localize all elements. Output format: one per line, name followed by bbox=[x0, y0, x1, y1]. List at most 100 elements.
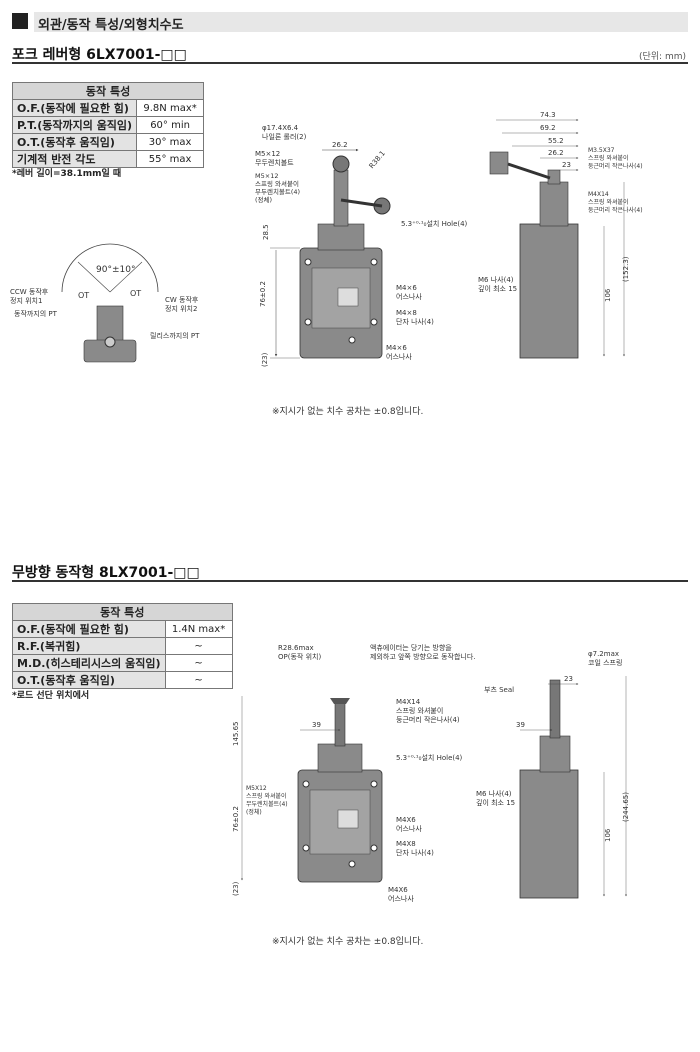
svg-text:5.3⁺⁰·¹₀설치 Hole(4): 5.3⁺⁰·¹₀설치 Hole(4) bbox=[401, 219, 468, 228]
svg-text:(정체): (정체) bbox=[255, 195, 272, 204]
svg-text:39: 39 bbox=[312, 721, 321, 729]
svg-text:어스나사: 어스나사 bbox=[396, 824, 422, 833]
svg-text:무두렌치볼트(4): 무두렌치볼트(4) bbox=[246, 800, 288, 808]
svg-text:φ17.4X6.4: φ17.4X6.4 bbox=[262, 124, 299, 132]
svg-text:26.2: 26.2 bbox=[548, 149, 564, 157]
svg-text:CCW 동작후: CCW 동작후 bbox=[10, 287, 49, 296]
svg-text:정지 위치2: 정지 위치2 bbox=[165, 304, 197, 313]
svg-text:5.3⁺⁰·¹₀설치 Hole(4): 5.3⁺⁰·¹₀설치 Hole(4) bbox=[396, 753, 463, 762]
svg-text:동작까지의 PT: 동작까지의 PT bbox=[14, 309, 58, 318]
svg-text:M4X6: M4X6 bbox=[388, 886, 408, 894]
svg-text:스프링 와셔붙이: 스프링 와셔붙이 bbox=[255, 179, 299, 188]
svg-text:무두렌치볼트: 무두렌치볼트 bbox=[255, 158, 294, 167]
section1-title: 포크 레버형 6LX7001-□□ bbox=[12, 47, 187, 63]
svg-text:M4X6: M4X6 bbox=[396, 816, 416, 824]
svg-text:M3.5X37: M3.5X37 bbox=[588, 147, 615, 154]
section2-tolerance-note: ※지시가 없는 치수 공차는 ±0.8입니다. bbox=[272, 937, 424, 947]
svg-text:M4×6: M4×6 bbox=[396, 284, 417, 292]
svg-text:106: 106 bbox=[604, 828, 612, 842]
ot-label: OT bbox=[130, 289, 141, 298]
svg-text:CW 동작후: CW 동작후 bbox=[165, 295, 199, 304]
svg-text:정지 위치1: 정지 위치1 bbox=[10, 296, 42, 305]
svg-text:76±0.2: 76±0.2 bbox=[259, 281, 267, 307]
table-row: O.F.(동작에 필요한 힘)1.4N max* bbox=[12, 620, 233, 638]
section1-tolerance-note: ※지시가 없는 치수 공차는 ±0.8입니다. bbox=[272, 407, 424, 417]
header-bar bbox=[34, 12, 688, 32]
svg-text:106: 106 bbox=[604, 288, 612, 302]
svg-text:39: 39 bbox=[516, 721, 525, 729]
svg-text:(정체): (정체) bbox=[246, 808, 262, 816]
fork-lever-front-view: 76±0.2 (23) 28.5 26.2 R38.1 φ17.4X6.4 나일… bbox=[255, 124, 468, 367]
table-row: O.T.(동작후 움직임)30° max bbox=[11, 133, 205, 151]
svg-text:M4X14: M4X14 bbox=[396, 698, 421, 706]
svg-text:M4×6: M4×6 bbox=[386, 344, 407, 352]
svg-text:액츄에이터는 당기는 방향을: 액츄에이터는 당기는 방향을 bbox=[370, 643, 452, 652]
section1-spec-table: 동작 특성 O.F.(동작에 필요한 힘)9.8N max* P.T.(동작까지… bbox=[11, 82, 205, 168]
svg-text:어스나사: 어스나사 bbox=[396, 292, 422, 301]
svg-text:28.5: 28.5 bbox=[262, 224, 270, 240]
svg-text:코일 스프링: 코일 스프링 bbox=[588, 658, 622, 667]
svg-text:M4×8: M4×8 bbox=[396, 309, 417, 317]
svg-text:둥근머리 작은나사(4): 둥근머리 작은나사(4) bbox=[588, 162, 643, 170]
svg-text:스프링 와셔붙이: 스프링 와셔붙이 bbox=[246, 792, 287, 800]
svg-text:단자 나사(4): 단자 나사(4) bbox=[396, 317, 434, 326]
section2-note: *로드 선단 위치에서 bbox=[12, 691, 90, 701]
svg-text:69.2: 69.2 bbox=[540, 124, 556, 132]
svg-text:깊이 최소 15: 깊이 최소 15 bbox=[478, 284, 517, 293]
svg-text:74.3: 74.3 bbox=[540, 111, 556, 119]
svg-text:M5X12: M5X12 bbox=[246, 785, 267, 792]
svg-text:M4X14: M4X14 bbox=[588, 191, 609, 198]
svg-text:M4X8: M4X8 bbox=[396, 840, 416, 848]
table-row: O.F.(동작에 필요한 힘)9.8N max* bbox=[11, 99, 205, 117]
svg-text:(152.3): (152.3) bbox=[622, 256, 630, 282]
unit-label: (단위: mm) bbox=[638, 52, 686, 62]
svg-text:OP(동작 위치): OP(동작 위치) bbox=[278, 652, 321, 661]
svg-text:76±0.2: 76±0.2 bbox=[232, 806, 240, 832]
svg-text:55.2: 55.2 bbox=[548, 137, 564, 145]
svg-text:어스나사: 어스나사 bbox=[388, 894, 414, 903]
svg-text:M5×12: M5×12 bbox=[255, 150, 280, 158]
svg-text:145.65: 145.65 bbox=[232, 722, 240, 747]
svg-text:(23): (23) bbox=[261, 352, 269, 367]
operation-angle-diagram: 90°±10° OT OT CCW 동작후 정지 위치1 CW 동작후 정지 위… bbox=[10, 243, 200, 363]
svg-text:나일론 롤러(2): 나일론 롤러(2) bbox=[262, 132, 307, 141]
section2-divider bbox=[12, 580, 688, 582]
svg-text:M6 나사(4): M6 나사(4) bbox=[478, 275, 514, 284]
fork-lever-side-view: 74.3 69.2 55.2 26.2 23 M3.5X37 스프링 와셔붙이 … bbox=[478, 111, 643, 359]
section2-spec-table: 동작 특성 O.F.(동작에 필요한 힘)1.4N max* R.F.(복귀힘)… bbox=[12, 603, 233, 689]
table-row: M.D.(히스테리시스의 움직임)~ bbox=[12, 654, 233, 672]
svg-text:스프링 와셔붙이: 스프링 와셔붙이 bbox=[396, 706, 443, 715]
svg-text:어스나사: 어스나사 bbox=[386, 352, 412, 361]
svg-text:R38.1: R38.1 bbox=[368, 149, 387, 170]
svg-text:둥근머리 작은나사(4): 둥근머리 작은나사(4) bbox=[588, 206, 643, 214]
svg-text:릴리스까지의 PT: 릴리스까지의 PT bbox=[150, 331, 200, 340]
svg-text:(23): (23) bbox=[232, 881, 240, 896]
svg-text:제외하고 앞쪽 방향으로 동작합니다.: 제외하고 앞쪽 방향으로 동작합니다. bbox=[370, 652, 476, 661]
page-title: 외관/동작 특성/외형치수도 bbox=[38, 18, 184, 33]
omni-direction-side-view: 23 39 φ7.2max 코일 스프링 부츠 Seal M6 나사(4) 깊이… bbox=[476, 650, 630, 899]
angle-label: 90°±10° bbox=[96, 265, 135, 275]
svg-text:23: 23 bbox=[562, 161, 571, 169]
table-header: 동작 특성 bbox=[12, 603, 233, 621]
table-row: O.T.(동작후 움직임)~ bbox=[12, 671, 233, 689]
svg-text:무두렌치볼트(4): 무두렌치볼트(4) bbox=[255, 187, 300, 196]
ot-label: OT bbox=[78, 291, 89, 300]
svg-text:깊이 최소 15: 깊이 최소 15 bbox=[476, 798, 515, 807]
omni-direction-front-view: 39 145.65 76±0.2 (23) R28.6max OP(동작 위치)… bbox=[232, 643, 476, 903]
svg-text:스프링 와셔붙이: 스프링 와셔붙이 bbox=[588, 154, 629, 162]
svg-text:23: 23 bbox=[564, 675, 573, 683]
svg-text:R28.6max: R28.6max bbox=[278, 644, 314, 652]
section1-note: *레버 길이=38.1mm일 때 bbox=[12, 169, 122, 179]
svg-text:스프링 와셔붙이: 스프링 와셔붙이 bbox=[588, 198, 629, 206]
section1-divider bbox=[12, 62, 688, 64]
table-row: R.F.(복귀힘)~ bbox=[12, 637, 233, 655]
svg-text:(244.65): (244.65) bbox=[622, 792, 630, 822]
svg-text:M5×12: M5×12 bbox=[255, 172, 278, 180]
svg-text:26.2: 26.2 bbox=[332, 141, 348, 149]
svg-text:φ7.2max: φ7.2max bbox=[588, 650, 619, 658]
svg-text:부츠 Seal: 부츠 Seal bbox=[484, 686, 514, 694]
svg-text:M6 나사(4): M6 나사(4) bbox=[476, 789, 512, 798]
svg-text:단자 나사(4): 단자 나사(4) bbox=[396, 848, 434, 857]
